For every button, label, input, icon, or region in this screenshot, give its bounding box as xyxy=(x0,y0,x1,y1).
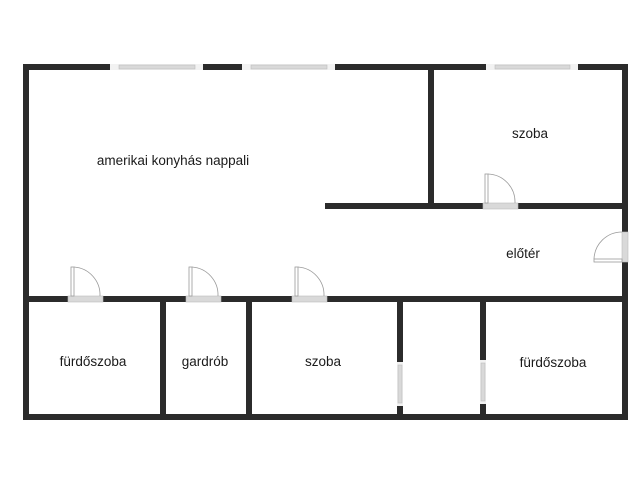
entrance-door[interactable] xyxy=(593,231,629,263)
wall-bedroom-bottom-left xyxy=(325,203,483,209)
wall-wardrobe-bedroom xyxy=(246,296,252,420)
window-top-3 xyxy=(486,64,578,70)
wall-bedroom-right-lower xyxy=(397,406,403,420)
room-label-living: amerikai konyhás nappali xyxy=(97,153,249,168)
window-top-1 xyxy=(110,64,203,70)
door-bedroom-bottom[interactable] xyxy=(291,266,328,303)
wall-bath-wardrobe xyxy=(160,296,166,420)
outer-wall-right-lower xyxy=(622,262,628,420)
wall-bedroom-bottom-right xyxy=(518,203,628,209)
wall-bedroom-left xyxy=(428,64,434,209)
wall-bath-left-upper xyxy=(480,296,486,360)
wall-middle-3 xyxy=(221,296,292,302)
interior-window-1 xyxy=(397,362,403,406)
door-bathroom-left[interactable] xyxy=(67,266,104,303)
room-label-bedroom-bottom: szoba xyxy=(305,354,342,369)
room-label-hallway: előtér xyxy=(506,246,540,261)
room-label-bathroom-right: fürdőszoba xyxy=(520,355,587,370)
interior-window-2 xyxy=(480,360,486,404)
outer-wall-left xyxy=(23,64,29,420)
door-wardrobe[interactable] xyxy=(185,266,222,303)
room-label-bedroom-top: szoba xyxy=(512,126,549,141)
wall-middle-4 xyxy=(327,296,628,302)
room-label-bathroom-left: fürdőszoba xyxy=(60,354,127,369)
wall-middle-1 xyxy=(23,296,68,302)
wall-middle-2 xyxy=(103,296,186,302)
door-bedroom-top[interactable] xyxy=(482,173,519,210)
outer-wall-right-upper xyxy=(622,64,628,232)
outer-wall-bottom xyxy=(23,414,628,420)
wall-bedroom-right-upper xyxy=(397,296,403,362)
window-top-2 xyxy=(242,64,335,70)
room-label-wardrobe: gardrób xyxy=(182,354,229,369)
wall-bath-left-lower xyxy=(480,404,486,420)
